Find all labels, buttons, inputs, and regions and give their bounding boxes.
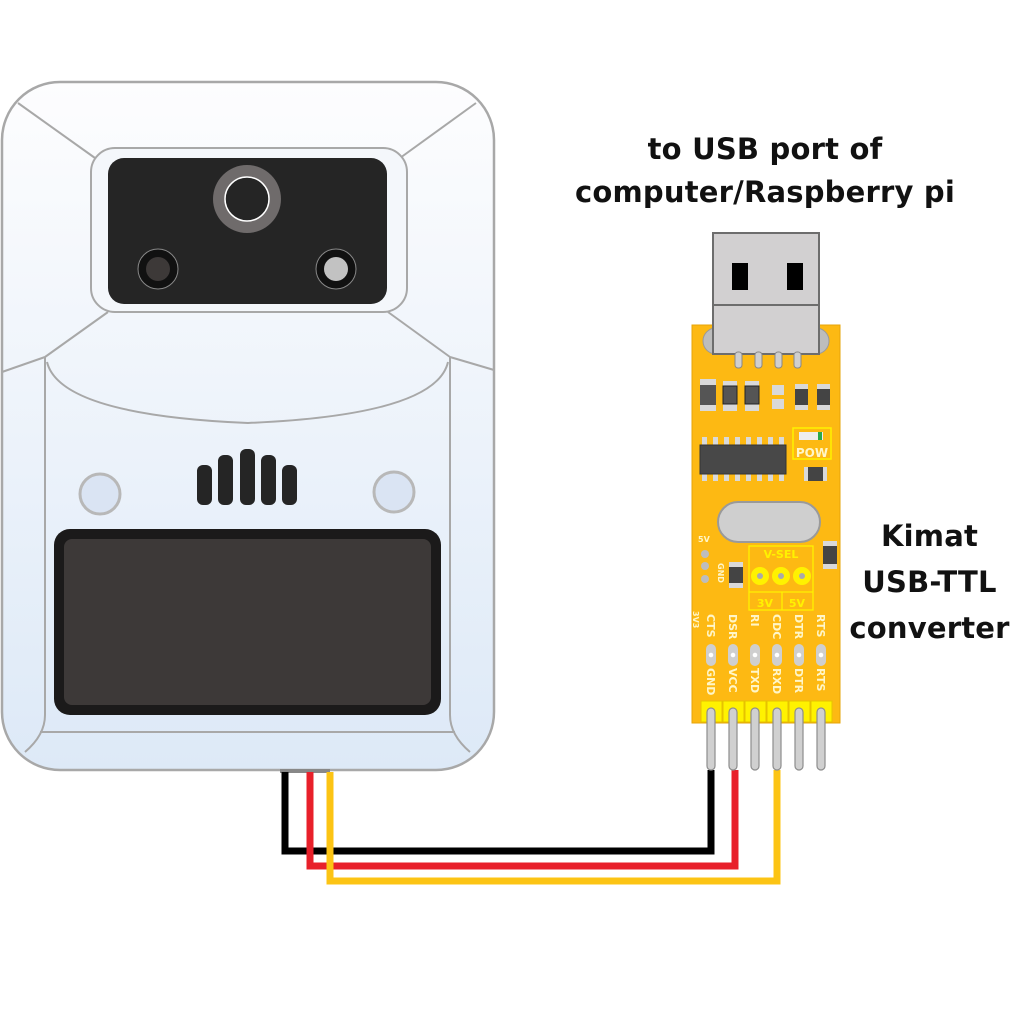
wire-gnd-black[interactable] — [281, 770, 715, 855]
header-pin-txd[interactable] — [750, 707, 760, 771]
usb-ttl-converter: POW 5V GND 3V3 V-SEL 3V 5V CTS DSR RI — [691, 232, 841, 771]
pin-label-top: CDC — [770, 614, 783, 639]
pin-label-top: DTR — [792, 614, 805, 640]
side-pin[interactable] — [701, 575, 709, 583]
side-pin[interactable] — [701, 562, 709, 570]
usb-plug[interactable] — [712, 232, 820, 306]
header-pin-gnd[interactable] — [706, 707, 716, 771]
ir-led-right — [324, 257, 348, 281]
converter-caption: Kimat USB-TTL converter — [842, 513, 1017, 651]
bevel-line — [17, 102, 96, 159]
smd-component — [729, 567, 743, 583]
pin-label-top: DSR — [726, 614, 739, 640]
pin-labels-top: CTS DSR RI CDC DTR RTS — [704, 614, 827, 640]
ir-sensor-left — [146, 257, 170, 281]
header-pin-dtr[interactable] — [794, 707, 804, 771]
crystal-oscillator — [717, 501, 821, 543]
cable-connector — [280, 769, 330, 773]
side-pin-label-gnd: GND — [716, 563, 725, 583]
pin-label-bottom: TXD — [748, 668, 761, 693]
pin-label-top: CTS — [704, 614, 717, 638]
pin-pad-hole — [774, 652, 780, 658]
wires — [281, 770, 781, 885]
converter-caption-line-1: Kimat — [880, 519, 979, 553]
pin-dots — [706, 644, 826, 666]
indicator-left — [78, 472, 122, 516]
pin-label-bottom: VCC — [726, 668, 739, 693]
voltage-option-3v: 3V — [757, 597, 774, 610]
pin-labels-bottom: GND VCC TXD RXD DTR RTS — [704, 668, 827, 695]
side-pin-label-5v: 5V — [698, 535, 711, 544]
voltage-selector[interactable]: V-SEL 3V 5V — [748, 545, 814, 611]
bevel-line — [44, 311, 109, 358]
smd-component — [808, 467, 823, 481]
power-led: POW — [792, 427, 832, 460]
header-pin-vcc[interactable] — [728, 707, 738, 771]
sensor-device — [0, 80, 496, 773]
usb-target-caption: to USB port of computer/Raspberry pi — [560, 128, 970, 214]
bevel-line — [387, 311, 451, 358]
header-pin-rts[interactable] — [816, 707, 826, 771]
indicator-right — [372, 470, 416, 514]
side-pin[interactable] — [701, 550, 709, 558]
voltage-option-5v: 5V — [789, 597, 806, 610]
voltage-selector-label: V-SEL — [764, 548, 799, 561]
pin-pad-hole — [818, 652, 824, 658]
pin-pad-hole — [796, 652, 802, 658]
power-led-label: POW — [796, 446, 828, 460]
bevel-line — [399, 102, 477, 159]
display-screen — [64, 539, 431, 705]
pin-label-bottom: RTS — [814, 668, 827, 691]
bevel-line — [449, 356, 495, 371]
usb-pins — [734, 351, 802, 369]
pin-label-bottom: GND — [704, 668, 717, 695]
camera-lens — [224, 176, 270, 222]
pin-label-bottom: RXD — [770, 668, 783, 694]
smd-components — [700, 379, 830, 411]
usb-target-line-1: to USB port of — [647, 132, 883, 166]
smd-component — [823, 546, 837, 564]
usb-plug-hole-right — [787, 263, 803, 290]
bevel-line — [1, 356, 46, 373]
pin-label-bottom: DTR — [792, 668, 805, 694]
pin-pad-hole — [708, 652, 714, 658]
side-pin-label-3v3: 3V3 — [691, 611, 700, 628]
pin-label-top: RTS — [814, 614, 827, 637]
wire-vcc-red[interactable] — [306, 770, 739, 870]
pin-header — [700, 700, 833, 771]
device-lower-panel — [24, 357, 471, 753]
speaker-grill — [197, 449, 297, 505]
device-shoulder-curve — [46, 361, 449, 425]
usb-plug-base — [712, 304, 820, 355]
ic-chip — [699, 437, 787, 481]
converter-caption-line-2: USB-TTL — [862, 565, 997, 599]
pin-label-top: RI — [748, 614, 761, 627]
usb-target-line-2: computer/Raspberry pi — [574, 175, 955, 209]
header-pin-rxd[interactable] — [772, 707, 782, 771]
pin-pad-hole — [752, 652, 758, 658]
usb-plug-hole-left — [732, 263, 748, 290]
wire-rxd-yellow[interactable] — [326, 770, 781, 885]
converter-caption-line-3: converter — [849, 611, 1010, 645]
pin-pad-hole — [730, 652, 736, 658]
